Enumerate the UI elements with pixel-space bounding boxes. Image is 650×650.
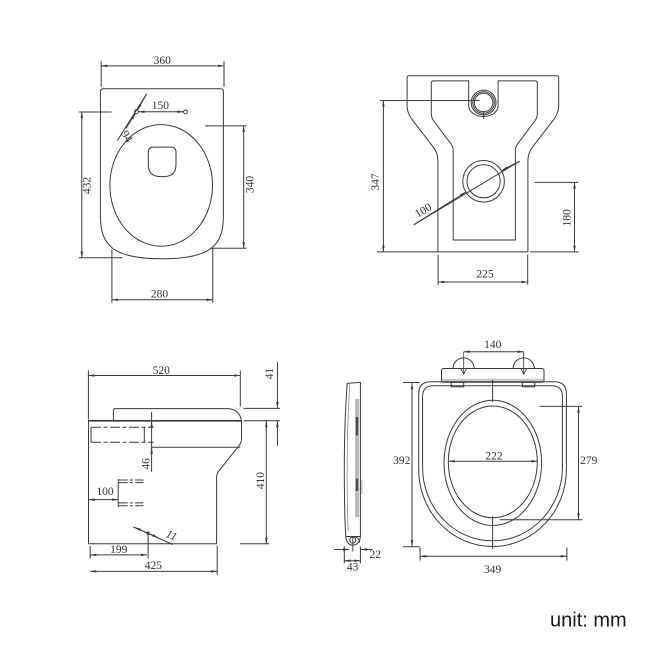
- svg-text:100: 100: [96, 486, 114, 498]
- svg-text:22: 22: [370, 549, 382, 561]
- svg-text:349: 349: [484, 564, 502, 576]
- svg-text:425: 425: [145, 560, 163, 572]
- svg-text:140: 140: [484, 339, 502, 351]
- svg-text:410: 410: [255, 472, 267, 490]
- svg-text:94: 94: [118, 129, 134, 145]
- svg-text:180: 180: [561, 209, 573, 227]
- svg-text:347: 347: [370, 173, 382, 191]
- svg-text:340: 340: [244, 176, 256, 194]
- svg-text:432: 432: [81, 177, 93, 195]
- svg-text:360: 360: [154, 55, 172, 67]
- svg-text:279: 279: [580, 455, 598, 467]
- svg-text:unit: mm: unit: mm: [550, 610, 627, 632]
- svg-text:199: 199: [110, 544, 128, 556]
- svg-text:520: 520: [153, 365, 171, 377]
- svg-text:41: 41: [264, 368, 276, 380]
- svg-text:46: 46: [140, 458, 152, 470]
- svg-text:280: 280: [151, 289, 169, 301]
- svg-text:222: 222: [485, 450, 503, 462]
- svg-text:392: 392: [393, 455, 411, 467]
- svg-text:100: 100: [413, 201, 434, 220]
- svg-text:43: 43: [347, 561, 359, 573]
- svg-text:225: 225: [476, 269, 494, 281]
- svg-text:11: 11: [164, 528, 179, 543]
- svg-text:150: 150: [152, 100, 170, 112]
